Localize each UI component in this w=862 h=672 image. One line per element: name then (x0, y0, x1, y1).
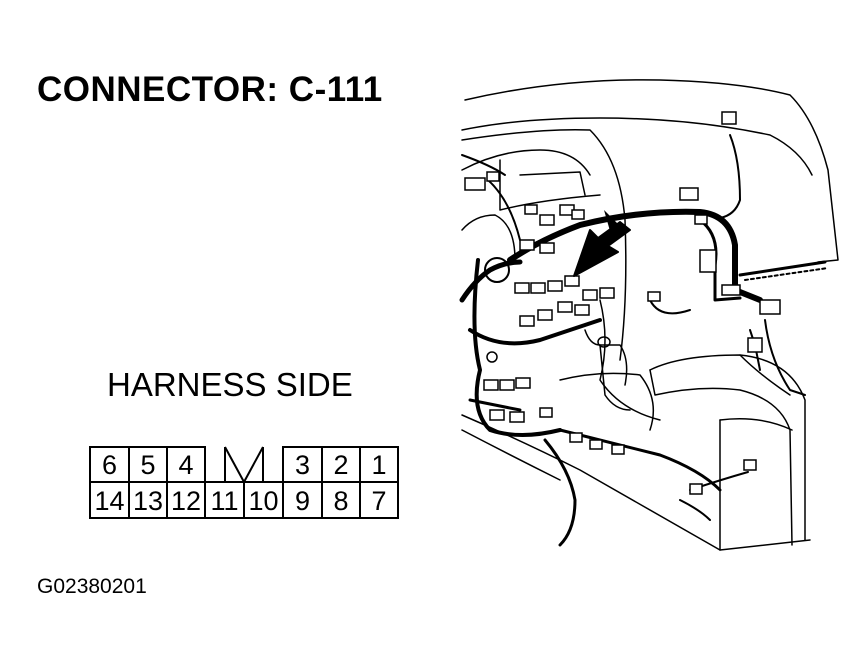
connector-title: CONNECTOR: C-111 (37, 70, 383, 109)
pin-label: 14 (94, 486, 124, 516)
harness-branch-floor (543, 438, 577, 547)
pin-label: 10 (248, 486, 278, 516)
locking-tab-icon (224, 446, 264, 485)
dash-top-inner (461, 117, 813, 176)
harness-side-label: HARNESS SIDE (107, 366, 353, 403)
location-arrow-icon (573, 210, 631, 277)
pin-label: 1 (371, 450, 386, 480)
pin-label: 2 (333, 450, 348, 480)
dashboard-illustration (461, 79, 839, 551)
steering-column (484, 257, 510, 283)
harness-connectors (464, 111, 781, 495)
pin-label: 4 (178, 450, 193, 480)
cluster-hood (461, 149, 591, 176)
pin-numbers: 6 5 4 3 2 1 14 13 12 11 10 9 8 7 (94, 450, 386, 516)
figure-id: G02380201 (37, 575, 147, 598)
pin-label: 9 (295, 486, 310, 516)
pin-label: 6 (102, 450, 117, 480)
connector-face (89, 446, 399, 519)
pin-label: 12 (171, 486, 201, 516)
floor-line (461, 414, 811, 551)
center-console (649, 354, 806, 541)
pin-label: 5 (140, 450, 155, 480)
dash-top-outline (464, 79, 839, 263)
main-harness-trunk (507, 208, 763, 303)
pin-label: 13 (133, 486, 163, 516)
connector-block (679, 187, 699, 201)
pin-label: 7 (371, 486, 386, 516)
pin-label: 8 (333, 486, 348, 516)
wiring-harness (459, 134, 806, 547)
pin-label: 11 (210, 486, 238, 516)
pin-label: 3 (295, 450, 310, 480)
